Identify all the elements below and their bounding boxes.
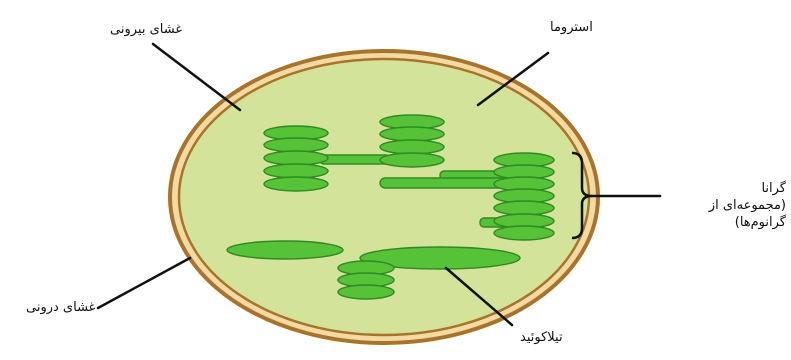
label-grana-line2: (مجموعه‌ای از <box>706 197 786 214</box>
label-stroma: استروما <box>550 20 593 36</box>
leader-inner-membrane <box>98 258 190 308</box>
granum-bottom <box>338 261 394 299</box>
label-grana: گرانا (مجموعه‌ای از گرانوم‌ها) <box>706 180 786 231</box>
label-outer-membrane: غشای بیرونی <box>110 22 182 38</box>
label-grana-line1: گرانا <box>706 180 786 197</box>
label-thylakoid: تیلاکوئید <box>520 330 563 346</box>
leader-outer-membrane <box>153 44 240 110</box>
granum-left <box>264 126 328 191</box>
label-inner-membrane: غشای درونی <box>26 300 95 316</box>
label-grana-line3: گرانوم‌ها) <box>706 214 786 231</box>
